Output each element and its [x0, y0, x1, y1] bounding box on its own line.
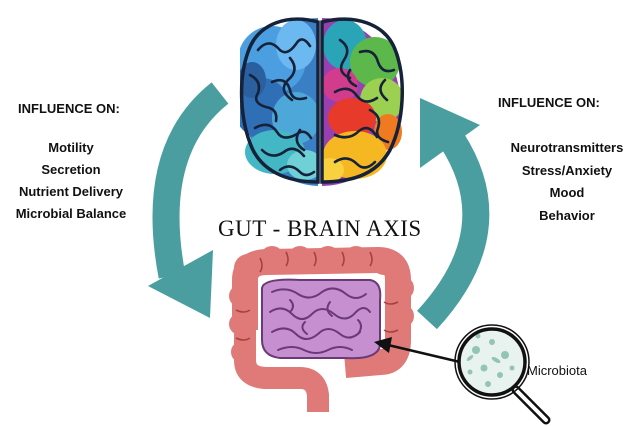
- microbiota-label: Microbiota: [527, 363, 587, 378]
- right-heading: INFLUENCE ON:: [498, 95, 600, 110]
- list-item: Mood: [549, 185, 585, 200]
- list-item: Behavior: [539, 207, 595, 223]
- list-item: Microbial Balance: [15, 206, 127, 221]
- list-item: Neurotransmitters: [510, 140, 624, 155]
- curved-arrow-down-icon: [148, 82, 229, 318]
- right-influence-list: Neurotransmitters Stress/Anxiety Mood Be…: [495, 137, 639, 227]
- left-influence-list: Motility Secretion Nutrient Delivery Mic…: [0, 137, 142, 225]
- list-item: Nutrient Delivery: [18, 184, 124, 199]
- left-heading: INFLUENCE ON:: [18, 101, 120, 116]
- list-item: Stress/Anxiety: [521, 162, 613, 178]
- brain-icon: [239, 17, 404, 186]
- list-item: Motility: [48, 140, 94, 155]
- pointer-arrow: [374, 337, 461, 364]
- diagram-title: GUT - BRAIN AXIS: [218, 216, 422, 241]
- list-item: Secretion: [41, 162, 101, 177]
- magnifying-glass-icon: [454, 324, 551, 425]
- intestine-icon: [229, 246, 414, 412]
- curved-arrow-up-icon: [416, 98, 490, 330]
